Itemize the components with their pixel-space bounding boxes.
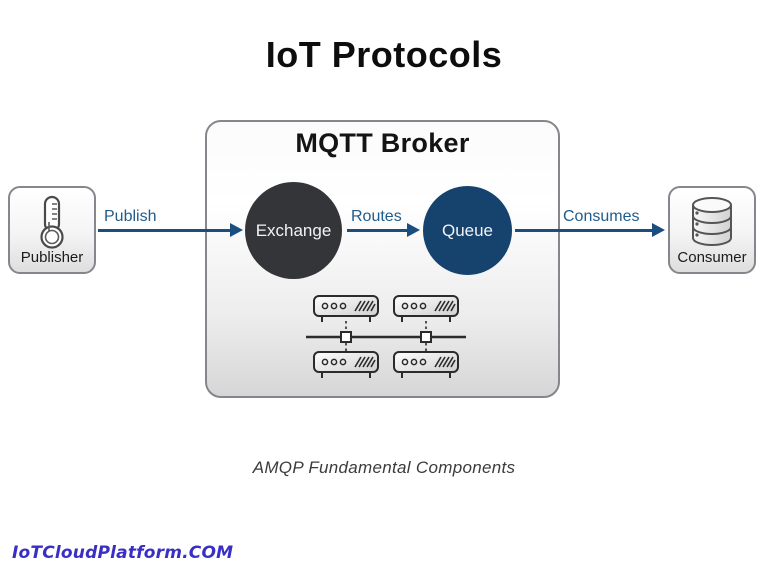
page-title: IoT Protocols: [265, 34, 503, 75]
consumer-label: Consumer: [677, 249, 747, 266]
exchange-label: Exchange: [255, 220, 332, 240]
publisher-box: Publisher: [8, 186, 96, 274]
consumes-arrow-label: Consumes: [563, 208, 640, 225]
diagram-caption: AMQP Fundamental Components: [252, 458, 516, 477]
publisher-label: Publisher: [20, 249, 84, 266]
consumes-arrow-head: [652, 223, 665, 237]
routes-arrow-label: Routes: [351, 208, 402, 225]
consumer-box: Consumer: [668, 186, 756, 274]
publish-arrow-head: [230, 223, 243, 237]
queue-node: Queue: [423, 186, 512, 275]
mqtt-broker-title: MQTT Broker: [295, 128, 470, 158]
queue-label: Queue: [441, 220, 494, 240]
routes-arrow-head: [407, 223, 420, 237]
publish-arrow-label: Publish: [104, 208, 157, 225]
watermark-footer: IoTCloudPlatform.COM: [12, 543, 234, 563]
database-icon: [688, 188, 736, 249]
exchange-node: Exchange: [245, 182, 342, 279]
thermometer-sensor-icon: [31, 188, 73, 249]
publish-arrow-line: [98, 229, 232, 232]
server-cluster-icon: [306, 294, 466, 385]
routes-arrow-line: [347, 229, 409, 232]
consumes-arrow-line: [515, 229, 654, 232]
